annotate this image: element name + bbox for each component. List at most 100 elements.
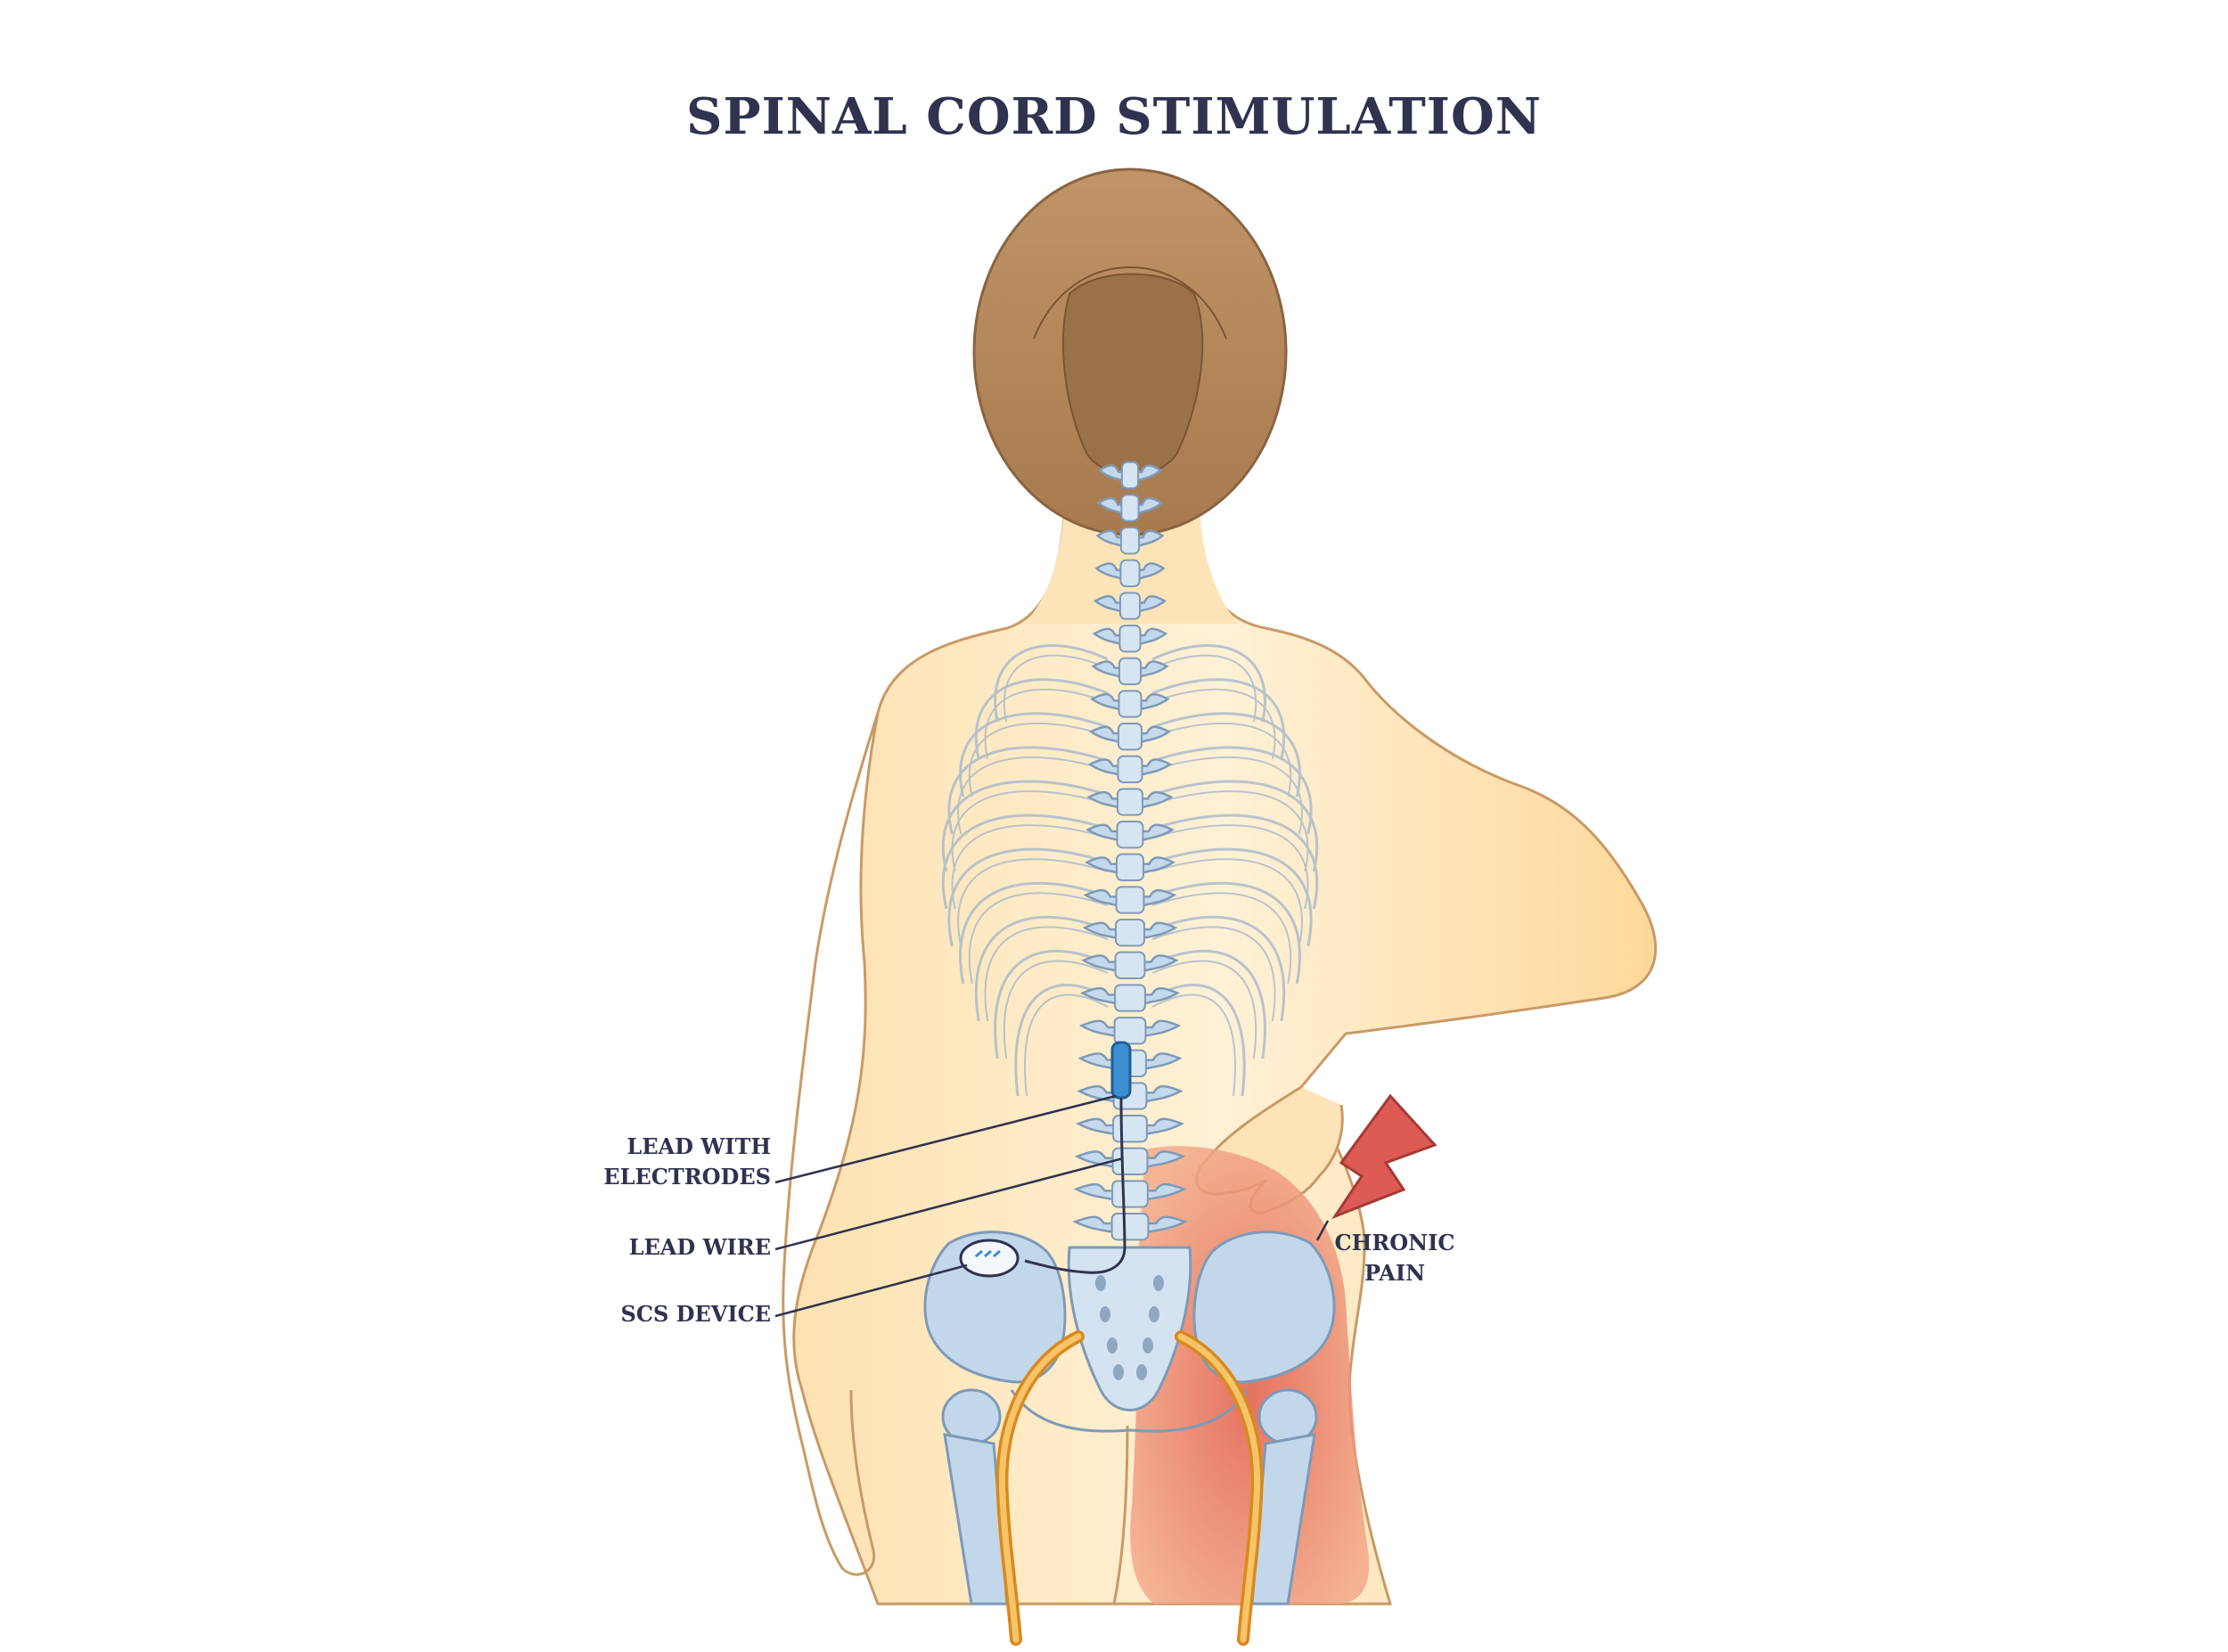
left-rib-inner	[968, 722, 1109, 797]
label-line: PAIN	[1364, 1260, 1426, 1286]
right-rib	[1151, 881, 1301, 985]
rib-cage	[941, 644, 1319, 1097]
sacral-foramen	[1153, 1275, 1164, 1291]
left-rib-inner	[951, 790, 1109, 872]
hair-bun	[1062, 273, 1204, 476]
vertebra	[1080, 984, 1180, 1012]
label-chronic-pain: CHRONIC PAIN	[1328, 1228, 1462, 1288]
sacral-foramen	[1095, 1275, 1106, 1291]
vertebra	[1091, 657, 1169, 686]
left-rib-inner	[1003, 960, 1109, 1059]
diagram-title: SPINAL CORD STIMULATION	[686, 87, 1542, 146]
left-iliac-bone	[923, 1231, 1067, 1384]
electrode-lead	[1110, 1041, 1132, 1100]
left-sciatic-nerve-inner	[998, 1333, 1082, 1643]
right-rib-inner	[1151, 926, 1276, 1022]
vertebra	[1093, 592, 1167, 620]
sacral-foramen	[1136, 1364, 1147, 1380]
left-rib-inner	[951, 824, 1109, 910]
right-rib	[1151, 915, 1286, 1022]
left-rib-inner	[1024, 994, 1109, 1097]
right-rib-inner	[1151, 892, 1292, 985]
left-rib-inner	[1003, 654, 1109, 723]
scs-device-mark	[984, 1249, 992, 1258]
spine	[1072, 461, 1188, 1241]
left-rib-inner	[957, 858, 1109, 947]
right-rib-inner	[1151, 756, 1303, 835]
hair-strand	[1129, 266, 1227, 339]
glute-crease	[1112, 1425, 1129, 1605]
vertebra	[1092, 625, 1168, 653]
leader-lead-wire	[774, 1157, 1124, 1251]
right-rib	[1151, 644, 1266, 723]
label-lead-with-electrodes: LEAD WITH ELECTRODES	[544, 1132, 771, 1192]
left-rib	[959, 881, 1109, 985]
vertebra	[1078, 1017, 1182, 1045]
right-rib-inner	[1151, 654, 1257, 723]
left-rib	[1014, 984, 1109, 1097]
vertebra	[1094, 559, 1166, 588]
left-rib-inner	[984, 688, 1109, 760]
left-rib	[941, 780, 1109, 872]
left-rib-inner	[957, 756, 1109, 835]
left-rib	[994, 644, 1109, 723]
left-rib-inner	[984, 926, 1109, 1022]
sacral-foramina	[1095, 1275, 1164, 1380]
left-rib	[974, 915, 1109, 1022]
sacral-foramen	[1143, 1337, 1153, 1353]
pubic-arch	[1010, 1389, 1249, 1433]
right-rib	[1151, 712, 1301, 797]
left-rib	[994, 949, 1109, 1059]
scs-implant	[959, 1041, 1132, 1278]
left-arm	[782, 712, 880, 1576]
leader-scs-device	[774, 1264, 968, 1318]
vertebra	[1089, 723, 1171, 751]
vertebra	[1085, 821, 1175, 849]
vertebra	[1090, 690, 1170, 718]
vertebra	[1072, 1213, 1188, 1241]
label-line: LEAD WITH	[627, 1133, 771, 1159]
sciatic-nerves	[995, 1330, 1264, 1646]
vertebra	[1073, 1180, 1187, 1208]
body-silhouette	[782, 506, 1658, 1606]
lightning-bolt-icon	[1331, 1093, 1438, 1220]
left-rib	[947, 746, 1109, 835]
scs-device-body	[959, 1239, 1020, 1278]
right-rib-inner	[1151, 824, 1309, 910]
right-rib-inner	[1151, 722, 1292, 797]
right-iliac-bone	[1192, 1231, 1336, 1384]
left-rib	[941, 814, 1109, 910]
leader-chronic-pain	[1315, 1220, 1330, 1241]
right-rib-inner	[1151, 790, 1309, 872]
lead-wire-path	[1024, 1097, 1126, 1274]
head	[972, 168, 1288, 624]
vertebra	[1097, 461, 1163, 490]
leader-lines	[774, 1094, 1330, 1318]
left-rib	[947, 847, 1109, 947]
right-rib-inner	[1151, 688, 1276, 760]
hair-strand	[1033, 266, 1131, 339]
right-sciatic-nerve-inner	[1177, 1333, 1261, 1643]
leader-lead-with-electrodes	[774, 1094, 1117, 1184]
label-line: CHRONIC	[1334, 1230, 1455, 1255]
right-rib	[1151, 984, 1246, 1097]
left-rib	[959, 712, 1109, 797]
right-rib-inner	[1151, 960, 1257, 1059]
right-rib-inner	[1151, 994, 1236, 1097]
vertebra	[1095, 527, 1165, 555]
vertebra	[1082, 919, 1178, 947]
label-lead-wire: LEAD WIRE	[544, 1232, 771, 1263]
right-rib	[1151, 949, 1266, 1059]
scs-device-mark	[993, 1249, 1001, 1258]
right-rib	[1151, 746, 1313, 835]
label-line: LEAD WIRE	[628, 1234, 771, 1260]
sacral-foramen	[1100, 1306, 1110, 1322]
sacral-foramen	[1149, 1306, 1159, 1322]
vertebra	[1085, 853, 1175, 882]
label-line: SCS DEVICE	[620, 1301, 771, 1327]
vertebra	[1087, 755, 1173, 784]
right-rib	[1151, 780, 1319, 872]
label-scs-device: SCS DEVICE	[544, 1299, 771, 1329]
